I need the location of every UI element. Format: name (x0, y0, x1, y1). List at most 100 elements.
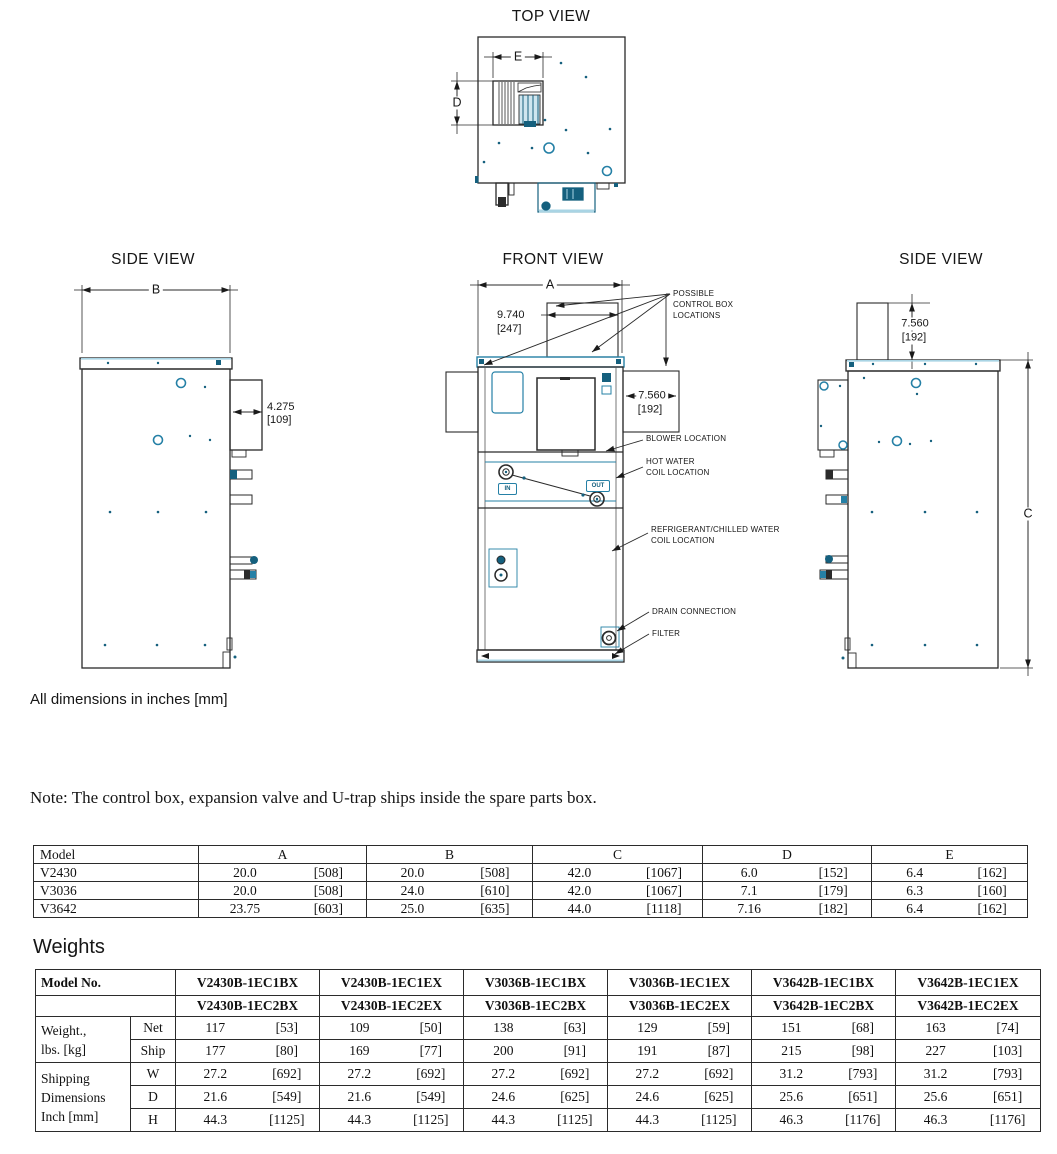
callout-drain: DRAIN CONNECTION (652, 607, 737, 616)
dim-cell: 46.3[1176] (895, 1108, 1041, 1132)
dim-front-duct-mm: [247] (497, 323, 522, 335)
dim-front-box-in: 7.560 (636, 389, 668, 403)
row-key: Net (130, 1016, 176, 1040)
model-col-header: V2430B-1EC2BX (175, 995, 320, 1017)
model-cell: V3036 (33, 881, 199, 900)
front-view-title: FRONT VIEW (502, 251, 604, 268)
dim-cell: 25.6[651] (895, 1085, 1041, 1109)
row-key: Ship (130, 1039, 176, 1063)
dim-cell: 27.2[692] (607, 1062, 752, 1086)
model-col-header: V3642B-1EC1BX (751, 969, 896, 996)
shipping-group-label: Shipping Dimensions Inch [mm] (35, 1062, 131, 1132)
weight-cell: 191[87] (607, 1039, 752, 1063)
weights-row-w: Shipping Dimensions Inch [mm] W 27.2[692… (35, 1062, 1041, 1132)
weight-group-label: Weight., lbs. [kg] (35, 1016, 131, 1063)
dim-cell: 6.3[160] (871, 881, 1028, 900)
dim-cell: 42.0[1067] (532, 881, 703, 900)
top-view-drawing (451, 36, 626, 213)
model-col-header: V3642B-1EC2EX (895, 995, 1041, 1017)
side-view-right-drawing (817, 294, 1033, 676)
dimensions-table: Model A B C D E V2430 20.0[508] 20.0[508… (33, 845, 1028, 918)
dim-cell: 7.16[182] (702, 899, 872, 918)
weight-cell: 138[63] (463, 1016, 608, 1040)
weight-cell: 109[50] (319, 1016, 464, 1040)
dim-cell: 21.6[549] (319, 1085, 464, 1109)
dim-cell: 24.0[610] (366, 881, 533, 900)
dim-cell: 21.6[549] (175, 1085, 320, 1109)
dim-cell: 25.0[635] (366, 899, 533, 918)
note-text: Note: The control box, expansion valve a… (30, 788, 597, 807)
weight-cell: 215[98] (751, 1039, 896, 1063)
callout-filter: FILTER (652, 629, 681, 638)
dim-cell: 44.3[1125] (175, 1108, 320, 1132)
header-a: A (198, 845, 367, 864)
callout-control-box-line3: LOCATIONS (673, 311, 721, 320)
header-e: E (871, 845, 1028, 864)
side-view-right-title: SIDE VIEW (899, 251, 983, 268)
dim-cell: 31.2[793] (895, 1062, 1041, 1086)
model-cell: V2430 (33, 863, 199, 882)
weight-cell: 200[91] (463, 1039, 608, 1063)
weight-cell: 227[103] (895, 1039, 1041, 1063)
callout-control-box-line1: POSSIBLE (673, 289, 715, 298)
model-cell: V3642 (33, 899, 199, 918)
front-view-drawing (445, 280, 680, 663)
out-pipe-tag: OUT (586, 480, 610, 492)
model-col-header: V3036B-1EC2BX (463, 995, 608, 1017)
dim-side-duct-in: 7.560 (899, 317, 931, 331)
model-col-header: V3036B-1EC1EX (607, 969, 752, 996)
weight-cell: 163[74] (895, 1016, 1041, 1040)
weights-row-d: D 21.6[549] 21.6[549] 24.6[625] 24.6[625… (36, 1085, 1041, 1109)
weights-row-ship: Ship 177[80] 169[77] 200[91] 191[87] 215… (36, 1039, 1041, 1063)
callout-refrigerant-line2: COIL LOCATION (651, 536, 715, 545)
weights-heading: Weights (33, 936, 105, 958)
callout-control-box-line2: CONTROL BOX (673, 300, 734, 309)
weight-cell: 177[80] (175, 1039, 320, 1063)
weight-cell: 117[53] (175, 1016, 320, 1040)
dim-side-depth-mm: [109] (267, 414, 292, 426)
header-b: B (366, 845, 533, 864)
row-key: H (130, 1108, 176, 1132)
dimensions-header-row: Model A B C D E (33, 845, 1028, 864)
dim-cell: 27.2[692] (463, 1062, 608, 1086)
dim-cell: 6.4[162] (871, 863, 1028, 882)
model-col-header: V2430B-1EC2EX (319, 995, 464, 1017)
callout-refrigerant-line1: REFRIGERANT/CHILLED WATER (651, 525, 780, 534)
model-col-header: V3036B-1EC1BX (463, 969, 608, 996)
dim-letter-e: E (510, 50, 526, 64)
model-col-header: V3642B-1EC2BX (751, 995, 896, 1017)
side-view-left-drawing (74, 285, 263, 669)
dim-letter-c: C (1020, 507, 1036, 521)
weight-cell: 129[59] (607, 1016, 752, 1040)
header-d: D (702, 845, 872, 864)
weights-row-h: H 44.3[1125] 44.3[1125] 44.3[1125] 44.3[… (36, 1108, 1041, 1132)
dim-cell: 27.2[692] (175, 1062, 320, 1086)
dim-cell: 42.0[1067] (532, 863, 703, 882)
dimensions-row-v3036: V3036 20.0[508] 24.0[610] 42.0[1067] 7.1… (33, 881, 1028, 900)
dim-letter-a: A (542, 278, 558, 292)
dim-cell: 25.6[651] (751, 1085, 896, 1109)
weight-cell: 169[77] (319, 1039, 464, 1063)
dimensional-drawing (74, 36, 1033, 676)
dim-cell: 6.4[162] (871, 899, 1028, 918)
header-c: C (532, 845, 703, 864)
model-no-header: Model No. (35, 969, 176, 996)
model-no-header-spacer (35, 995, 176, 1017)
dim-cell: 20.0[508] (198, 881, 367, 900)
callout-hot-water-line1: HOT WATER (646, 457, 695, 466)
model-col-header: V3642B-1EC1EX (895, 969, 1041, 996)
row-key: D (130, 1085, 176, 1109)
row-key: W (130, 1062, 176, 1086)
model-col-header: V2430B-1EC1EX (319, 969, 464, 996)
dim-cell: 23.75[603] (198, 899, 367, 918)
dim-side-depth-in: 4.275 (267, 401, 295, 413)
callout-blower: BLOWER LOCATION (646, 434, 727, 443)
weights-header-row1: Model No. V2430B-1EC1BX V2430B-1EC1EX V3… (35, 969, 1041, 996)
callout-hot-water-line2: COIL LOCATION (646, 468, 710, 477)
dim-side-duct-mm: [192] (899, 331, 929, 345)
dim-cell: 44.0[1118] (532, 899, 703, 918)
dim-cell: 20.0[508] (366, 863, 533, 882)
side-view-left-title: SIDE VIEW (111, 251, 195, 268)
dim-cell: 7.1[179] (702, 881, 872, 900)
dim-cell: 24.6[625] (607, 1085, 752, 1109)
